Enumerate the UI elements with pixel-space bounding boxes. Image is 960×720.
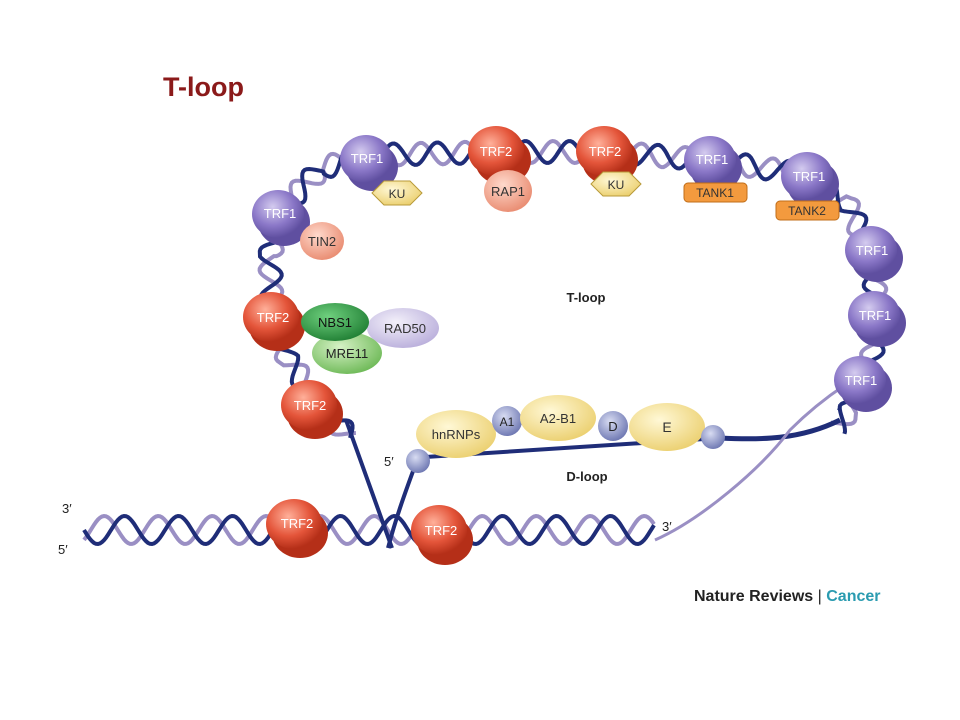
rad50-label: RAD50 [384, 321, 426, 336]
tank1-label: TANK1 [696, 186, 734, 200]
ku-label: KU [389, 187, 406, 201]
rad50-protein: RAD50 [367, 308, 439, 348]
trf1-label: TRF1 [845, 373, 878, 388]
trf2-protein: TRF2 [243, 292, 305, 351]
trf2-label: TRF2 [257, 310, 290, 325]
figure-credit: Nature Reviews | Cancer [694, 588, 880, 606]
dna-strand-dark [82, 513, 656, 547]
trf1-protein: TRF1 [848, 291, 906, 347]
tank1-protein: TANK1 [683, 182, 748, 203]
trf2-label: TRF2 [294, 398, 327, 413]
trf2-protein: TRF2 [266, 499, 328, 558]
mre11-label: MRE11 [326, 346, 368, 361]
a1-label: A1 [500, 415, 515, 429]
credit-journal: Nature Reviews [694, 588, 814, 605]
trf1-protein: TRF1 [684, 136, 742, 192]
ku-label: KU [608, 178, 625, 192]
trf2-protein: TRF2 [411, 505, 473, 565]
tin2-label: TIN2 [308, 234, 336, 249]
dna-helix [82, 138, 891, 547]
mre11-protein: MRE11 [312, 332, 382, 374]
trf1-protein: TRF1 [252, 190, 310, 246]
end-label-5prime: 5′ [58, 542, 68, 557]
nbs1-label: NBS1 [318, 315, 352, 330]
ku-protein: KU [590, 171, 642, 197]
e-label: E [662, 419, 671, 435]
credit-section: Cancer [826, 588, 881, 605]
end-label-5prime: 5′ [384, 454, 394, 469]
slide-title: T-loop [163, 72, 244, 102]
trf2-label: TRF2 [589, 144, 622, 159]
trf2-label: TRF2 [425, 523, 458, 538]
t-loop-label: T-loop [567, 290, 606, 305]
trf2-protein: TRF2 [281, 380, 343, 439]
d-loop-label: D-loop [566, 469, 607, 484]
hnrnp-chain: hnRNPs A1 A2-B1 D E [406, 395, 725, 473]
hnrnps-label: hnRNPs [432, 427, 481, 442]
trf1-label: TRF1 [859, 308, 892, 323]
end-label-3prime: 3′ [62, 501, 72, 516]
trf2-label: TRF2 [480, 144, 513, 159]
trf2-label: TRF2 [281, 516, 314, 531]
nbs1-protein: NBS1 [301, 303, 369, 341]
trf1-protein: TRF1 [781, 152, 839, 208]
trf1-protein: TRF1 [834, 356, 892, 412]
dna-strand-light [82, 513, 656, 546]
rap1-protein: RAP1 [484, 170, 532, 212]
tank2-label: TANK2 [788, 204, 826, 218]
rap1-label: RAP1 [491, 184, 525, 199]
tank2-protein: TANK2 [775, 200, 840, 221]
trf1-label: TRF1 [351, 151, 384, 166]
tin2-protein: TIN2 [300, 222, 344, 260]
credit-separator: | [817, 588, 822, 605]
trf1-label: TRF1 [264, 206, 297, 221]
end-label-3prime: 3′ [662, 519, 672, 534]
a2b1-label: A2-B1 [540, 411, 576, 426]
ku-protein: KU [371, 180, 423, 206]
trf1-protein: TRF1 [340, 135, 398, 191]
d-label: D [608, 419, 617, 434]
trf1-label: TRF1 [696, 152, 729, 167]
trf1-label: TRF1 [856, 243, 889, 258]
trf1-label: TRF1 [793, 169, 826, 184]
trf1-protein: TRF1 [845, 226, 903, 282]
